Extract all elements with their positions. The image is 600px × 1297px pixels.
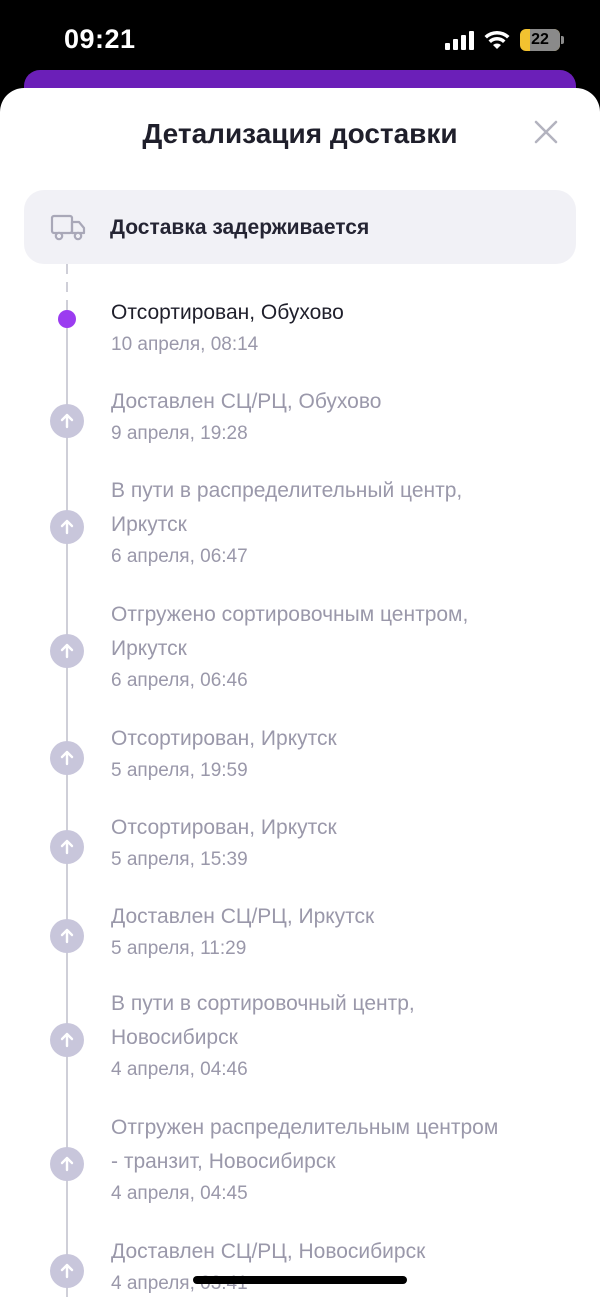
arrow-up-icon xyxy=(50,1023,84,1057)
battery-icon: 22 xyxy=(520,29,564,51)
event-title-line: Отгружено сортировочным центром, xyxy=(111,603,469,626)
event-date: 4 апреля, 04:46 xyxy=(111,1059,248,1080)
status-icons: 22 xyxy=(445,28,564,52)
event-title-line: Доставлен СЦ/РЦ, Иркутск xyxy=(111,905,375,928)
event-title-line: Доставлен СЦ/РЦ, Обухово xyxy=(111,390,382,413)
arrow-up-icon xyxy=(50,830,84,864)
event-date: 4 апреля, 04:45 xyxy=(111,1183,248,1204)
cellular-signal-icon xyxy=(445,30,474,50)
arrow-up-icon xyxy=(50,634,84,668)
delay-status-text: Доставка задерживается xyxy=(110,216,370,239)
event-title-line: Отсортирован, Иркутск xyxy=(111,816,337,839)
close-button[interactable] xyxy=(532,118,560,146)
event-title-line: В пути в распределительный центр, xyxy=(111,479,463,502)
event-date: 5 апреля, 19:59 xyxy=(111,760,248,781)
arrow-up-icon xyxy=(50,1147,84,1181)
event-title-line: В пути в сортировочный центр, xyxy=(111,992,415,1015)
event-title-line: Отсортирован, Иркутск xyxy=(111,727,337,750)
event-title: Отгружено сортировочным центром, Иркутск xyxy=(111,598,571,666)
event-title-line: Доставлен СЦ/РЦ, Новосибирск xyxy=(111,1240,426,1263)
event-title-line: Отгружен распределительным центром xyxy=(111,1116,499,1139)
arrow-up-icon xyxy=(50,741,84,775)
event-title-line: Иркутск xyxy=(111,637,187,660)
home-indicator[interactable] xyxy=(193,1276,407,1284)
arrow-up-icon xyxy=(50,919,84,953)
delivery-details-sheet: Детализация доставки Доставка задерживае… xyxy=(0,88,600,1297)
event-date: 5 апреля, 15:39 xyxy=(111,849,248,870)
event-date: 5 апреля, 11:29 xyxy=(111,938,247,959)
event-date: 6 апреля, 06:46 xyxy=(111,670,248,691)
event-title-line: Отсортирован, Обухово xyxy=(111,301,344,324)
event-title: В пути в сортировочный центр, Новосибирск xyxy=(111,987,571,1055)
event-title-line: Иркутск xyxy=(111,513,187,536)
truck-icon xyxy=(50,214,86,241)
event-title: В пути в распределительный центр, Иркутск xyxy=(111,474,571,542)
event-date: 6 апреля, 06:47 xyxy=(111,546,248,567)
battery-level: 22 xyxy=(531,31,549,48)
event-title: Доставлен СЦ/РЦ, Иркутск xyxy=(111,900,571,934)
arrow-up-icon xyxy=(50,1254,84,1288)
delay-banner: Доставка задерживается xyxy=(24,190,576,264)
arrow-up-icon xyxy=(50,404,84,438)
timeline-line xyxy=(66,326,68,1297)
event-date: 9 апреля, 19:28 xyxy=(111,423,248,444)
timeline-dashed-line xyxy=(66,264,68,314)
event-date: 10 апреля, 08:14 xyxy=(111,334,259,355)
event-title: Отсортирован, Иркутск xyxy=(111,811,571,845)
sheet-title: Детализация доставки xyxy=(142,118,458,149)
event-title: Доставлен СЦ/РЦ, Обухово xyxy=(111,385,571,419)
event-title: Отсортирован, Иркутск xyxy=(111,722,571,756)
status-time: 09:21 xyxy=(64,24,136,54)
event-title-line: Новосибирск xyxy=(111,1026,238,1049)
arrow-up-icon xyxy=(50,510,84,544)
wifi-icon xyxy=(484,30,510,49)
status-bar: 09:21 22 xyxy=(0,0,600,80)
event-title: Доставлен СЦ/РЦ, Новосибирск xyxy=(111,1235,571,1269)
event-title-line: - транзит, Новосибирск xyxy=(111,1150,336,1173)
event-title: Отсортирован, Обухово xyxy=(111,296,571,330)
close-icon xyxy=(534,120,558,144)
event-title: Отгружен распределительным центром - тран… xyxy=(111,1111,571,1179)
current-status-dot xyxy=(58,310,76,328)
